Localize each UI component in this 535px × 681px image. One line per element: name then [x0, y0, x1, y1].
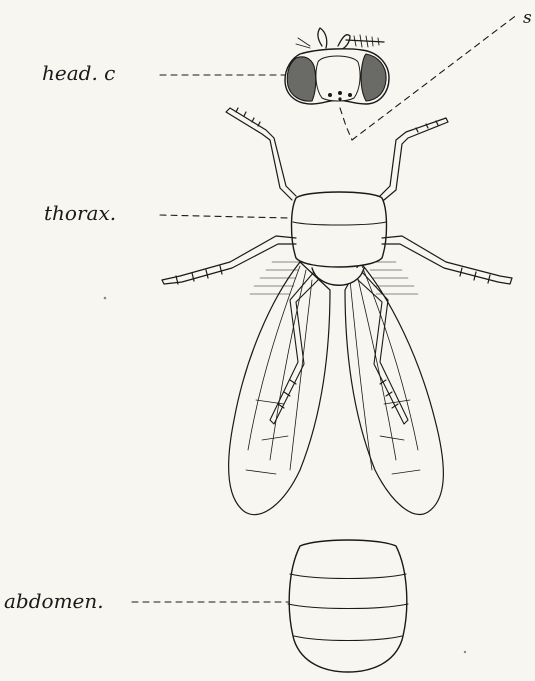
left-front-leg: [226, 108, 296, 200]
right-front-leg: [380, 118, 448, 200]
front-legs: [226, 108, 448, 200]
left-front-tarsus-segments: [236, 108, 260, 126]
wings: [229, 262, 444, 515]
right-wing: [345, 262, 443, 514]
thorax-label: thorax.: [44, 203, 116, 223]
antennae: [296, 28, 384, 50]
fly-abdomen: [288, 540, 408, 672]
right-middle-tarsus-segments: [460, 268, 490, 283]
fly-head: [285, 49, 389, 104]
face-plate: [316, 56, 360, 101]
head-label: head. c: [42, 63, 115, 83]
left-wing: [229, 262, 330, 515]
cut-off-corner-label: s: [523, 10, 532, 27]
abdomen-outline: [289, 540, 407, 672]
right-antenna: [338, 35, 350, 50]
thorax-leader-line: [160, 215, 288, 218]
left-antenna: [318, 28, 327, 48]
left-middle-leg: [162, 236, 296, 284]
right-middle-leg: [382, 236, 512, 284]
abdomen-label: abdomen.: [4, 591, 104, 611]
mouth-leader-line: [340, 108, 352, 140]
thorax-outline: [292, 192, 387, 267]
